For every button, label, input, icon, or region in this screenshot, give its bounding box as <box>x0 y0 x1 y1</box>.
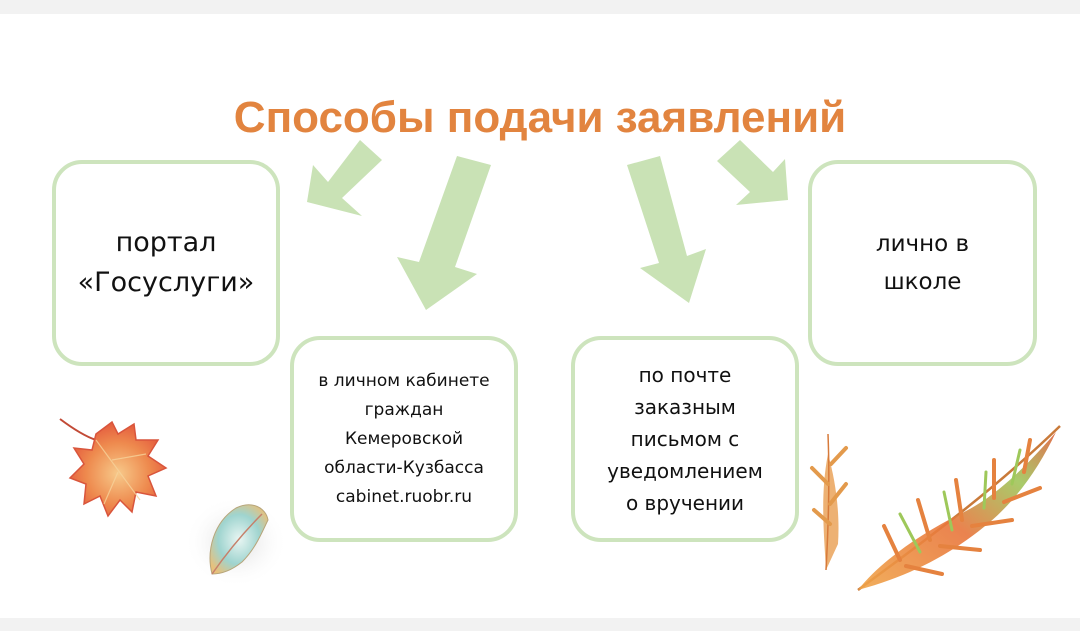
slide: Способы подачи заявлений портал «Госуслу… <box>0 14 1080 618</box>
arrow-down-left-icon <box>307 140 382 216</box>
method-box-school: лично в школе <box>808 160 1037 366</box>
method-label: портал «Госуслуги» <box>77 227 255 298</box>
slide-title: Способы подачи заявлений <box>233 93 847 142</box>
method-box-mail: по почте заказным письмом с уведомлением… <box>571 336 799 542</box>
method-box-personal-cabinet: в личном кабинете граждан Кемеровской об… <box>290 336 518 542</box>
arrow-down-icon <box>397 156 491 310</box>
method-label: по почте заказным письмом с уведомлением… <box>607 363 763 515</box>
method-box-gosuslugi: портал «Госуслуги» <box>52 160 280 366</box>
arrows-layer <box>307 140 788 310</box>
arrow-down-right-icon <box>717 140 788 205</box>
method-label: лично в школе <box>875 231 970 295</box>
method-label: в личном кабинете граждан Кемеровской об… <box>318 370 490 507</box>
arrow-down-icon <box>627 156 706 303</box>
